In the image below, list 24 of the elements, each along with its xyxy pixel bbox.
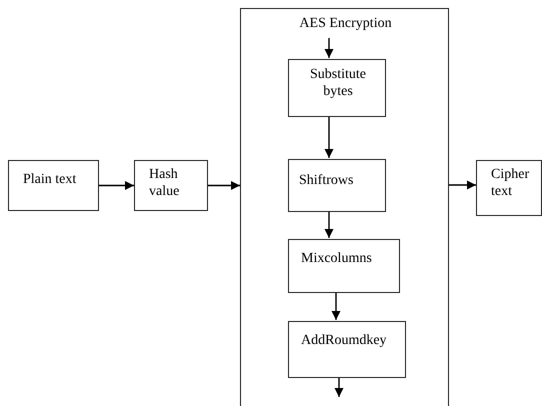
arrow [332, 292, 340, 320]
box-label: Cipher text [491, 166, 530, 200]
arrow [324, 116, 334, 158]
arrow [334, 377, 344, 397]
process-box [288, 321, 406, 378]
box-label: Hash value [149, 166, 180, 200]
box-label: Substitute bytes [308, 66, 367, 100]
box-label: Mixcolumns [301, 250, 373, 267]
arrow [208, 181, 240, 190]
group-title: AES Encryption [298, 15, 393, 32]
arrow [324, 211, 334, 238]
process-box [288, 239, 400, 293]
arrow [449, 180, 476, 190]
process-box [288, 159, 386, 212]
process-box [134, 160, 208, 211]
box-label: Plain text [23, 171, 78, 188]
process-box [476, 160, 542, 216]
process-box [288, 59, 386, 117]
arrow [324, 38, 334, 58]
process-box [8, 160, 99, 211]
arrow [99, 181, 134, 190]
group-box [240, 8, 449, 406]
box-label: AddRoumdkey [301, 332, 388, 349]
box-label: Shiftrows [299, 172, 354, 189]
